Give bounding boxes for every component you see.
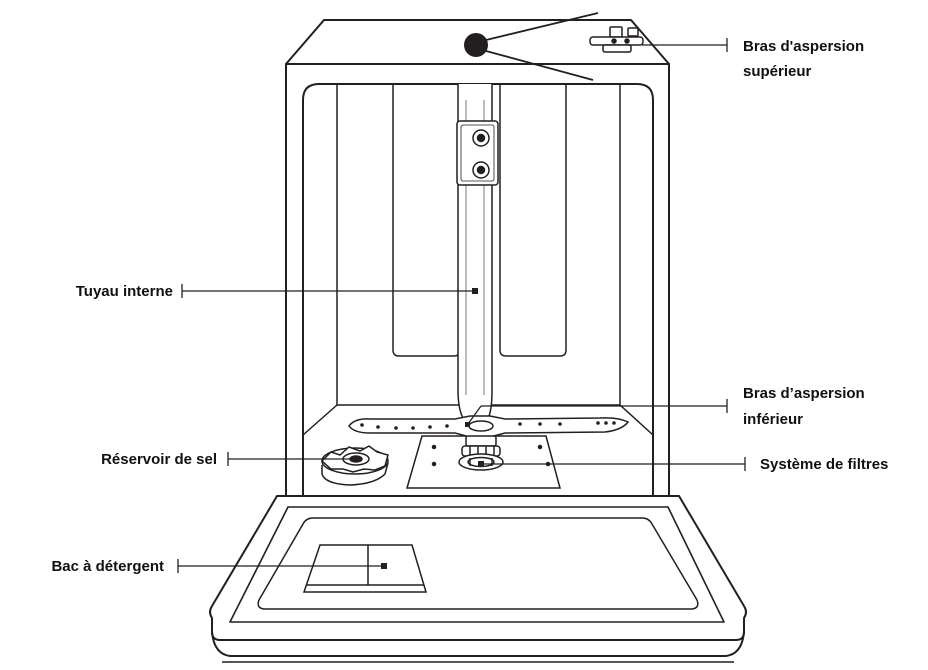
upper-spray-arm	[589, 26, 644, 53]
lower-spray-arm	[348, 415, 630, 438]
label-detergent-tray: Bac à détergent	[51, 558, 164, 575]
label-salt-reservoir: Réservoir de sel	[101, 451, 217, 468]
label-lower-spray-arm-line1: Bras d’aspersion	[743, 385, 865, 402]
detergent-tray	[302, 544, 428, 593]
label-internal-pipe: Tuyau interne	[76, 283, 173, 300]
label-upper-spray-arm-line2: supérieur	[743, 63, 812, 80]
salt-reservoir-cap	[320, 445, 389, 486]
callout-lines	[177, 38, 746, 573]
top-indicator-icon	[464, 12, 599, 81]
label-upper-spray-arm-line1: Bras d'aspersion	[743, 38, 864, 55]
filter-plate	[406, 435, 561, 489]
door	[209, 495, 747, 663]
label-lower-spray-arm-line2: inférieur	[743, 411, 803, 428]
label-filter-system: Système de filtres	[760, 456, 888, 473]
internal-pipe	[456, 84, 499, 429]
